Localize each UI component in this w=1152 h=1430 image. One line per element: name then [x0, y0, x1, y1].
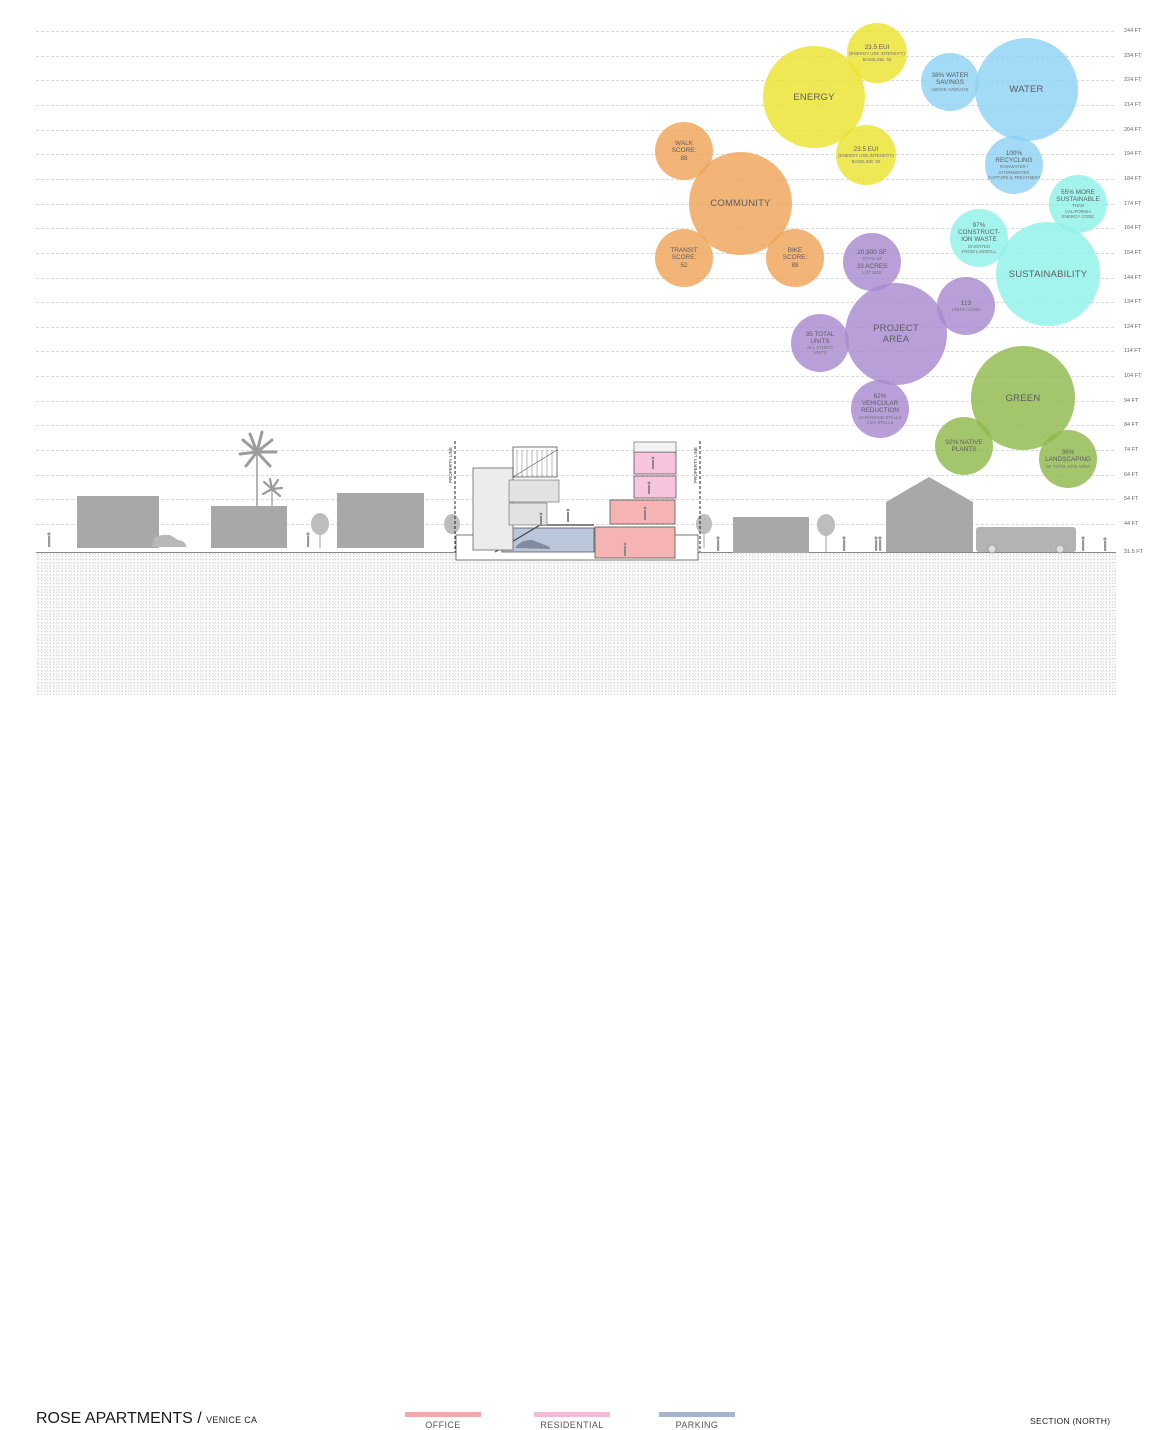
legend-label-parking: PARKING [675, 1420, 719, 1430]
drawing-footer: ROSE APARTMENTS / VENICE CA OFFICE RESID… [0, 700, 1152, 1430]
legend-swatch-office [405, 1412, 481, 1417]
level-label: 94 FT [1124, 397, 1139, 404]
level-label: 234 FT [1124, 52, 1142, 59]
level-line [36, 154, 1114, 156]
level-label: 64 FT [1124, 471, 1139, 478]
level-line [36, 302, 1114, 304]
level-label: 174 FT [1124, 200, 1142, 207]
ground-soil-hatch [36, 553, 1116, 695]
level-line [36, 450, 1114, 452]
bubble-energy-eui-bottom: 23.5 EUI(ENERGY USE INTENSITY)BASELINE: … [836, 125, 896, 185]
level-line [36, 228, 1114, 230]
project-name: ROSE APARTMENTS / [36, 1410, 202, 1427]
bubble-energy-eui-top: 23.5 EUI(ENERGY USE INTENSITY)BASELINE: … [847, 23, 907, 83]
level-label: 154 FT [1124, 249, 1142, 256]
level-label: 74 FT [1124, 447, 1139, 454]
legend-parking: PARKING [659, 1412, 735, 1430]
level-label: 104 FT [1124, 373, 1142, 380]
level-label: 224 FT [1124, 77, 1142, 84]
level-label: 134 FT [1124, 299, 1142, 306]
level-label: 214 FT [1124, 101, 1142, 108]
level-line [36, 55, 1114, 57]
project-location: VENICE CA [206, 1415, 258, 1425]
bubble-sustainability: SUSTAINABILITY [996, 222, 1100, 326]
level-line [36, 178, 1114, 180]
bubble-water: WATER [975, 38, 1078, 141]
level-label: 144 FT [1124, 274, 1142, 281]
level-label: 124 FT [1124, 323, 1142, 330]
ground-line [36, 552, 1116, 553]
level-line [36, 203, 1114, 205]
level-label: 204 FT [1124, 126, 1142, 133]
level-label: 194 FT [1124, 151, 1142, 158]
level-line [36, 524, 1114, 525]
level-line [36, 80, 1114, 82]
legend-label-office: OFFICE [425, 1420, 461, 1430]
legend-residential: RESIDENTIAL [534, 1412, 610, 1430]
level-label: 54 FT [1124, 496, 1139, 503]
level-label: 244 FT [1124, 28, 1142, 34]
level-line [36, 129, 1114, 131]
level-line [36, 277, 1114, 279]
legend-swatch-residential [534, 1412, 610, 1417]
level-label: 114 FT [1124, 348, 1142, 355]
level-label: 84 FT [1124, 422, 1139, 429]
level-line [36, 252, 1114, 254]
level-line [36, 326, 1114, 328]
level-line [36, 400, 1114, 402]
level-label: 184 FT [1124, 175, 1142, 182]
level-line [36, 499, 1114, 501]
section-label: SECTION (NORTH) [1030, 1416, 1111, 1426]
legend-swatch-parking [659, 1412, 735, 1417]
level-line [36, 104, 1114, 106]
legend-label-residential: RESIDENTIAL [540, 1420, 604, 1430]
ground-level-label: 31.5 FT [1124, 549, 1143, 555]
level-line [36, 351, 1114, 353]
level-line [36, 31, 1114, 32]
level-label: 44 FT [1124, 521, 1139, 527]
level-line [36, 425, 1114, 427]
drawing-title: ROSE APARTMENTS / VENICE CA [36, 1410, 257, 1428]
legend-office: OFFICE [405, 1412, 481, 1430]
section-diagram: 244 FT 234 FT 224 FT 214 FT 204 FT 194 FT 184 … [0, 23, 1152, 1430]
level-line [36, 376, 1114, 378]
level-label: 164 FT [1124, 225, 1142, 232]
level-line [36, 474, 1114, 476]
